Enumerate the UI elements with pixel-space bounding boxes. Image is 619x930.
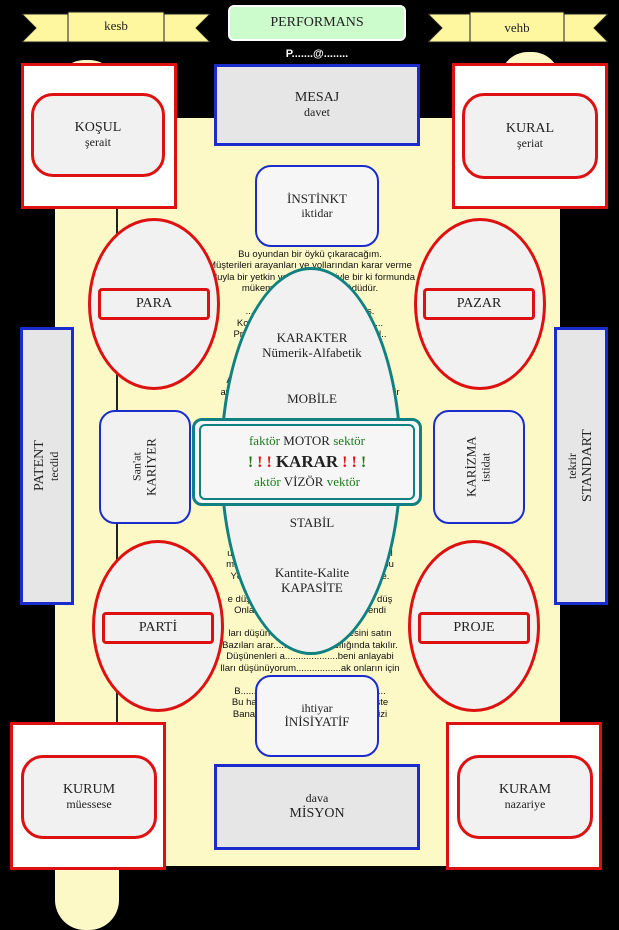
box-mesaj: MESAJ davet: [214, 64, 420, 146]
karar-box-outer: [192, 418, 422, 506]
box-kariyer: [99, 410, 191, 524]
karar-motor: MOTOR: [283, 432, 330, 448]
karar-row-3: aktör VİZÖR vektör: [254, 474, 360, 490]
corner-kurum: KURUM müessese: [21, 755, 157, 839]
center-stabil: STABİL: [289, 514, 335, 530]
karar-row-2: ! ! ! KARAR ! ! !: [248, 452, 366, 472]
background-text-line: lları düşünüyorum.................ak onl…: [220, 662, 400, 674]
corner-kuram-line1: KURAM: [498, 782, 552, 798]
karar-aktor: aktör: [254, 474, 281, 490]
center-bottom: Kantite-Kalite KAPASİTE: [230, 561, 394, 601]
karar-row-1: faktör MOTOR sektör: [248, 432, 366, 449]
box-kariyer-label: San'at KARİYER: [99, 410, 191, 524]
side-patent: [20, 327, 74, 605]
karar-word: KARAR: [275, 451, 339, 471]
oval-pazar-label: PAZAR: [423, 288, 535, 320]
oval-parti-label: PARTİ: [102, 612, 214, 644]
karar-sektor: sektör: [333, 432, 366, 448]
karar-vizor: VİZÖR: [283, 474, 324, 490]
box-karizma-label: KARİZMA istidat: [433, 410, 525, 524]
karar-marks-right: ! !: [342, 453, 357, 471]
side-patent-line1: PATENT: [32, 440, 48, 492]
corner-kosul-line1: KOŞUL: [74, 120, 122, 136]
corner-kural-line2: şeriat: [517, 136, 543, 151]
side-standart-line2: STANDART: [579, 429, 595, 503]
under-title-text: P.......@........: [285, 47, 349, 60]
center-top: KARAKTER Nümerik-Alfabetik: [230, 326, 394, 366]
side-standart-line1: tekrir: [565, 453, 580, 479]
box-inisiyatif-line1: ihtiyar: [301, 700, 333, 715]
center-bottom-line1: Kantite-Kalite: [274, 565, 350, 581]
corner-kurum-line2: müessese: [66, 797, 112, 812]
banner-right: [428, 11, 608, 43]
side-standart-label: tekrir STANDART: [554, 327, 608, 605]
background-text-line: Müşterileri arayanları ve yollarından ka…: [208, 260, 412, 271]
center-bottom-line2: KAPASİTE: [281, 580, 343, 595]
banner-left-label: kesb: [104, 17, 128, 33]
oval-para-label: PARA: [98, 288, 210, 320]
corner-kurum-line1: KURUM: [62, 782, 116, 798]
box-kariyer-line1: San'at: [129, 452, 144, 482]
box-inisiyatif: ihtiyar İNİSİYATİF: [255, 675, 379, 757]
side-standart: [554, 327, 608, 605]
box-mesaj-line1: MESAJ: [294, 90, 340, 106]
box-misyon-line2: MİSYON: [289, 805, 345, 821]
side-patent-line2: tecdid: [47, 451, 62, 481]
karar-marks-right-2: !: [360, 453, 367, 471]
box-karizma-line1: KARİZMA: [463, 436, 479, 498]
corner-kural-line1: KURAL: [505, 121, 555, 137]
karar-marks-left: !: [247, 453, 254, 471]
center-top-line1: KARAKTER: [276, 330, 348, 346]
box-karizma: [433, 410, 525, 524]
box-kariyer-line2: KARİYER: [143, 438, 159, 496]
karar-vektor: vektör: [326, 474, 360, 490]
background-text-line: Bu oyundan bir öykü çıkaracağım.: [238, 248, 382, 260]
karar-box-inner: [199, 424, 415, 500]
corner-kuram-line2: nazariye: [504, 797, 546, 812]
oval-proje-label: PROJE: [418, 612, 530, 644]
banner-left: [22, 11, 210, 43]
karar-content: faktör MOTOR sektör ! ! ! KARAR ! ! ! ak…: [199, 424, 415, 500]
background-text-line: Düşünenleri a....................beni an…: [226, 651, 394, 662]
box-misyon: dava MİSYON: [214, 764, 420, 850]
box-instinkt: İNSTİNKT iktidar: [255, 165, 379, 247]
box-mesaj-line2: davet: [304, 105, 330, 120]
corner-kural: KURAL şeriat: [462, 93, 598, 179]
side-patent-label: PATENT tecdid: [20, 327, 74, 605]
box-instinkt-line1: İNSTİNKT: [287, 190, 347, 206]
box-instinkt-line2: iktidar: [301, 205, 333, 220]
corner-kosul-line2: şerait: [85, 135, 111, 150]
karar-faktor: faktör: [248, 432, 281, 448]
title-box: PERFORMANS: [228, 5, 406, 41]
corner-kosul: KOŞUL şerait: [31, 93, 165, 177]
center-top-line2: Nümerik-Alfabetik: [262, 345, 362, 360]
box-inisiyatif-line2: İNİSİYATİF: [284, 714, 350, 730]
karar-marks-left-2: ! !: [257, 453, 272, 471]
center-mobile: MOBİLE: [287, 390, 337, 406]
corner-kuram: KURAM nazariye: [457, 755, 593, 839]
box-karizma-line2: istidat: [478, 452, 493, 482]
box-misyon-line1: dava: [305, 791, 329, 806]
banner-right-label: vehb: [504, 19, 530, 35]
